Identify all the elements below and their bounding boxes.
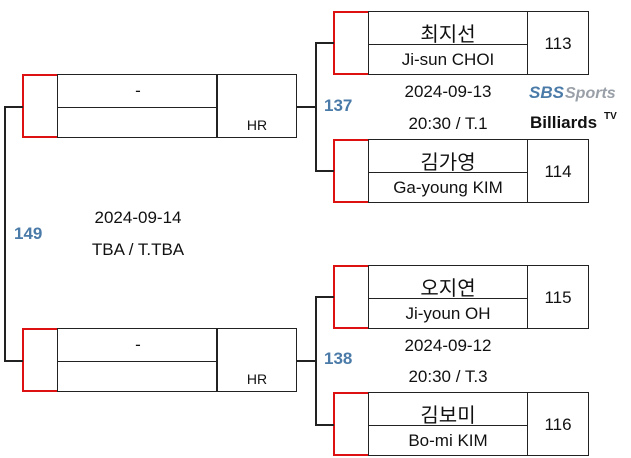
name-divider bbox=[369, 298, 527, 299]
name-divider bbox=[58, 107, 218, 108]
match-number: 116 bbox=[544, 415, 572, 434]
seat-marker-113 bbox=[333, 11, 369, 75]
semifinal-bottom-slot[interactable]: - HR bbox=[57, 328, 297, 392]
player-name-korean: 김가영 bbox=[420, 152, 476, 174]
seat-marker-116 bbox=[333, 392, 369, 456]
match-time-table: 20:30 / T.3 bbox=[408, 367, 488, 386]
match-date: 2024-09-13 bbox=[404, 82, 492, 101]
match-label-149: 149 bbox=[14, 224, 43, 243]
bracket-line bbox=[316, 170, 334, 172]
player-name-english: Ji-sun CHOI bbox=[401, 50, 495, 69]
bracket-line bbox=[316, 42, 334, 44]
player-name-korean: 오지연 bbox=[420, 278, 476, 300]
semifinal-player-name: - bbox=[135, 335, 141, 354]
match-number-box-113: 113 bbox=[527, 11, 589, 75]
semifinal-date: 2024-09-14 bbox=[94, 208, 182, 227]
player-name-korean: 김보미 bbox=[420, 405, 476, 427]
semifinal-score: HR bbox=[246, 371, 268, 387]
bracket-line bbox=[5, 360, 23, 362]
player-name-english: Bo-mi KIM bbox=[408, 431, 488, 450]
name-divider bbox=[369, 44, 527, 45]
semifinal-player-name: - bbox=[135, 81, 141, 100]
player-name-english: Ji-youn OH bbox=[405, 304, 491, 323]
seat-marker-semifinal-bottom bbox=[22, 328, 58, 392]
match-number-box-115: 115 bbox=[527, 265, 589, 329]
billiards-tv-logo: Billiards TV bbox=[530, 108, 622, 134]
sbs-sports-logo: SBS Sports bbox=[529, 80, 621, 104]
bracket-line bbox=[295, 106, 317, 108]
slot-column-divider bbox=[216, 75, 218, 137]
player-card-113[interactable]: 최지선 Ji-sun CHOI bbox=[368, 11, 528, 75]
bracket-line bbox=[4, 106, 6, 362]
svg-text:TV: TV bbox=[604, 111, 617, 122]
seat-marker-115 bbox=[333, 265, 369, 329]
player-name-english: Ga-young KIM bbox=[393, 178, 503, 197]
name-divider bbox=[369, 425, 527, 426]
bracket-line bbox=[316, 424, 334, 426]
semifinal-top-slot[interactable]: - HR bbox=[57, 74, 297, 138]
player-card-116[interactable]: 김보미 Bo-mi KIM bbox=[368, 392, 528, 456]
bracket-line bbox=[316, 296, 334, 298]
match-label-138: 138 bbox=[324, 349, 353, 368]
svg-text:Billiards: Billiards bbox=[530, 113, 597, 132]
svg-text:SBS: SBS bbox=[529, 83, 565, 102]
match-number-box-116: 116 bbox=[527, 392, 589, 456]
bracket-line bbox=[295, 360, 317, 362]
player-card-114[interactable]: 김가영 Ga-young KIM bbox=[368, 139, 528, 203]
semifinal-score: HR bbox=[246, 117, 268, 133]
slot-column-divider bbox=[216, 329, 218, 391]
match-number: 114 bbox=[544, 162, 572, 181]
bracket-line bbox=[5, 106, 23, 108]
match-label-137: 137 bbox=[324, 96, 353, 115]
match-time-table: 20:30 / T.1 bbox=[408, 114, 488, 133]
name-divider bbox=[369, 172, 527, 173]
svg-text:Sports: Sports bbox=[565, 85, 616, 102]
name-divider bbox=[58, 361, 218, 362]
match-number: 115 bbox=[544, 288, 572, 307]
match-date: 2024-09-12 bbox=[404, 336, 492, 355]
seat-marker-semifinal-top bbox=[22, 74, 58, 138]
semifinal-time-table: TBA / T.TBA bbox=[91, 240, 185, 259]
seat-marker-114 bbox=[333, 139, 369, 203]
player-name-korean: 최지선 bbox=[420, 24, 476, 46]
match-number-box-114: 114 bbox=[527, 139, 589, 203]
player-card-115[interactable]: 오지연 Ji-youn OH bbox=[368, 265, 528, 329]
match-number: 113 bbox=[544, 34, 572, 53]
